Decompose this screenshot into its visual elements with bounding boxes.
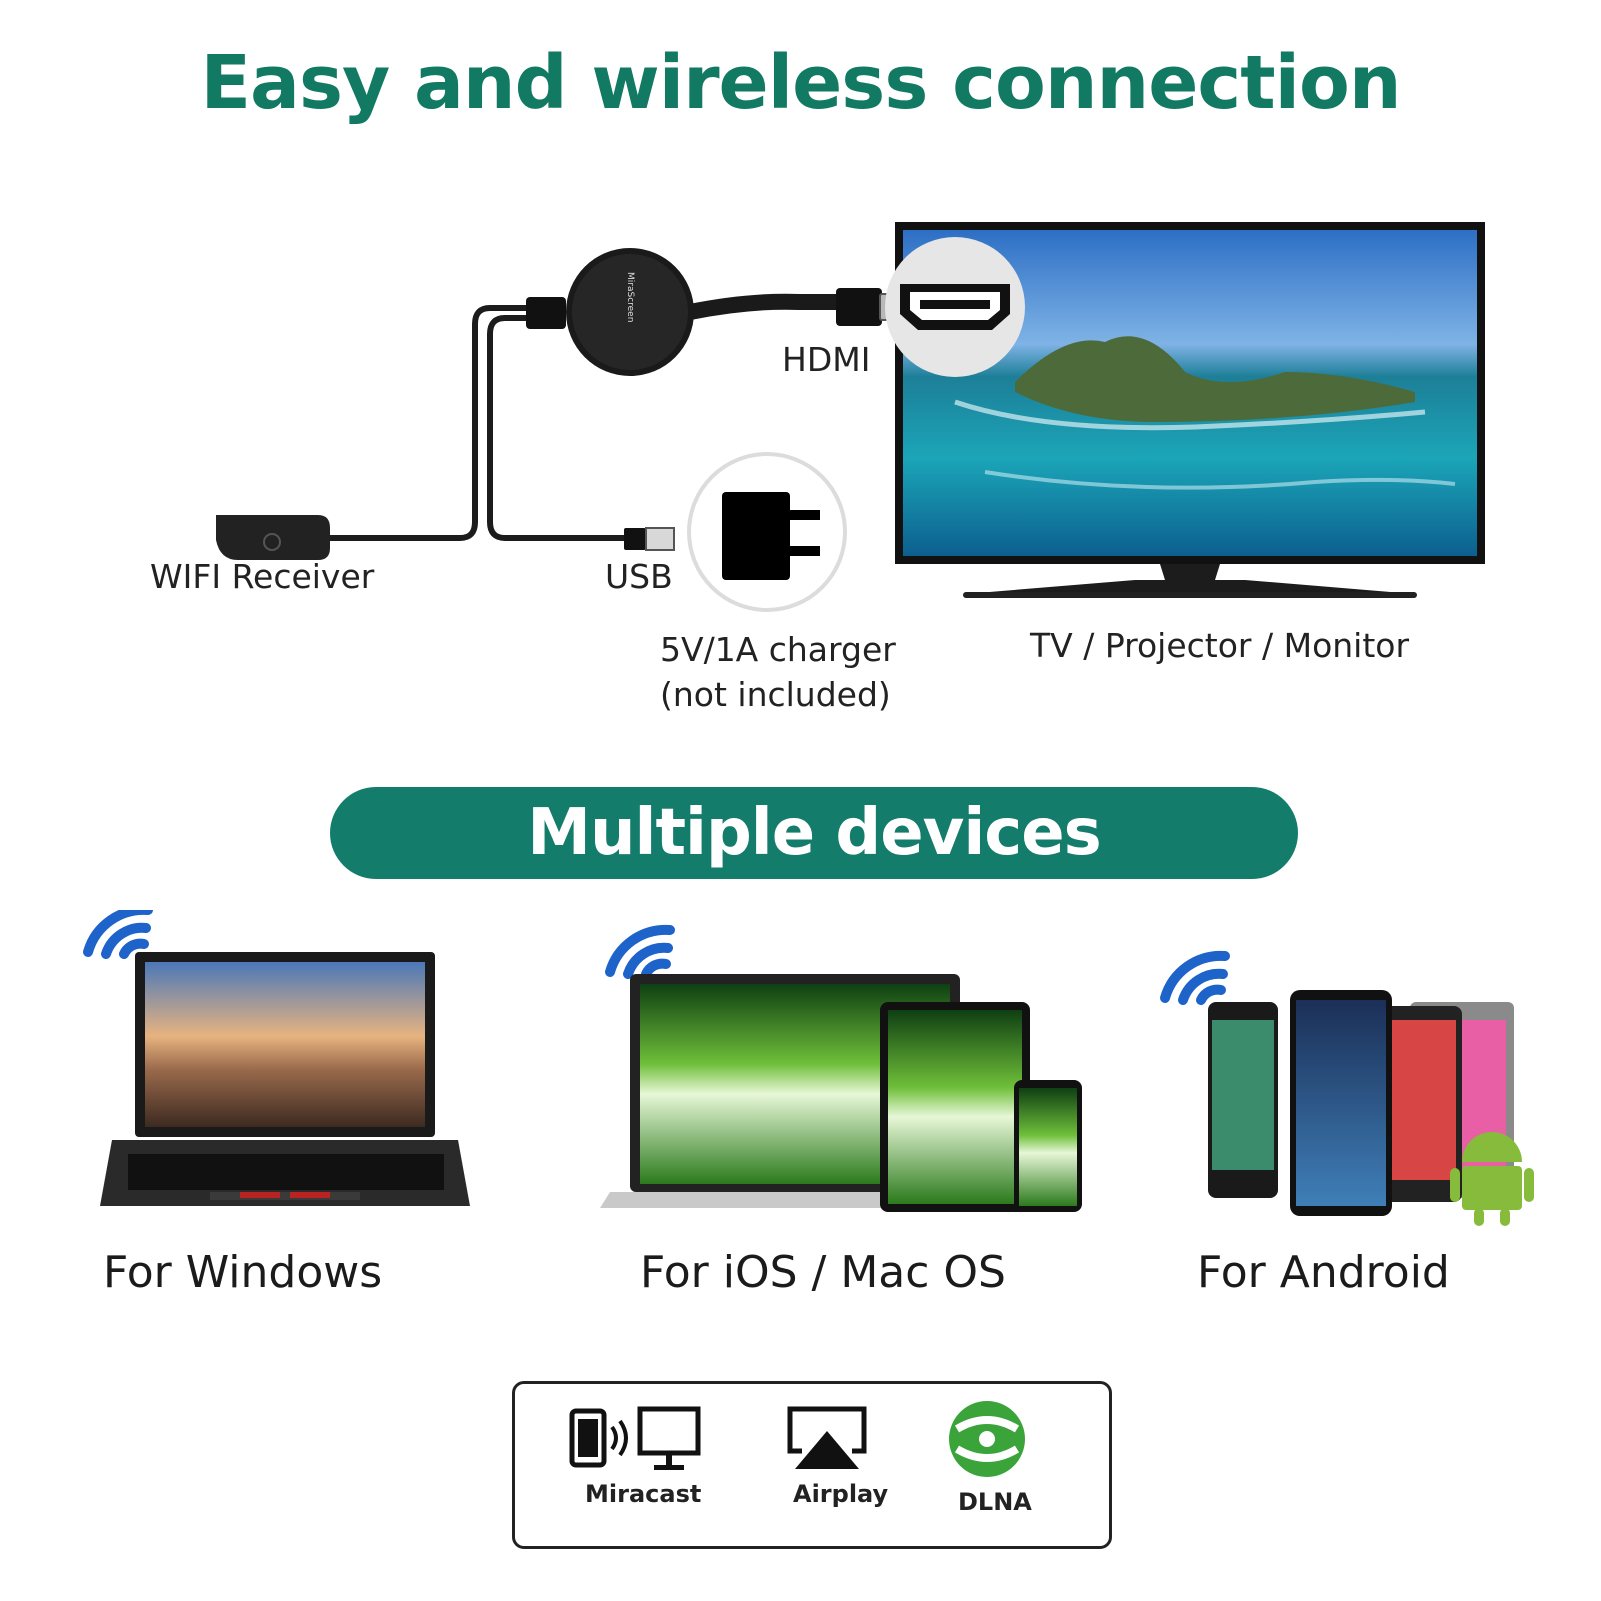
- charger-label-line2: (not included): [660, 675, 891, 714]
- dongle-brand: MiraScreen: [625, 272, 635, 323]
- protocol-label-airplay: Airplay: [793, 1480, 889, 1508]
- wifi-receiver-device: [216, 515, 330, 560]
- protocol-label-dlna: DLNA: [958, 1488, 1032, 1516]
- usb-plug-tip: [645, 527, 675, 551]
- hdmi-plug-body: [836, 288, 882, 326]
- android-robot-icon: [1450, 1132, 1534, 1226]
- usb-label: USB: [605, 557, 673, 596]
- hdmi-port-bubble: [885, 237, 1025, 377]
- wifi-icon-ios: [605, 924, 675, 979]
- wifi-receiver-label: WIFI Receiver: [150, 557, 375, 596]
- charger-label-line1: 5V/1A charger: [660, 630, 896, 669]
- compatibility-title: Multiple devices compatibility: [330, 787, 1298, 962]
- usb-plug-body: [624, 528, 646, 550]
- display-label: TV / Projector / Monitor: [1030, 626, 1410, 665]
- tv-stand-neck: [1160, 564, 1220, 580]
- dlna-icon: [949, 1401, 1025, 1477]
- protocol-label-miracast: Miracast: [585, 1480, 702, 1508]
- devices-illustration: [83, 910, 1534, 1226]
- device-label-ios: For iOS / Mac OS: [640, 1247, 1006, 1298]
- tv-stand-base: [965, 580, 1415, 594]
- wifi-icon-android: [1160, 950, 1230, 1005]
- wifi-receiver-logo: [263, 533, 281, 551]
- hdmi-label: HDMI: [782, 340, 871, 379]
- apple-devices: [600, 974, 1082, 1212]
- hdmi-cable: [688, 293, 840, 320]
- android-phones: [1208, 990, 1534, 1226]
- charger-icon: [722, 492, 790, 580]
- island-landscape: [1015, 336, 1415, 422]
- wifi-receiver-cable: [328, 305, 530, 541]
- airplay-icon: [787, 1406, 867, 1469]
- protocols-box: [512, 1381, 1112, 1549]
- protocol-icons: [569, 1401, 1025, 1477]
- usb-cable: [487, 315, 632, 541]
- connection-diagram: [216, 248, 903, 612]
- miracast-icon: [569, 1406, 701, 1470]
- micro-usb-connector: [526, 297, 566, 329]
- windows-laptop: [100, 952, 470, 1206]
- page-title: Easy and wireless connection: [200, 40, 1401, 126]
- device-label-windows: For Windows: [103, 1247, 383, 1298]
- wifi-icon-windows: [83, 910, 153, 959]
- device-label-android: For Android: [1197, 1247, 1450, 1298]
